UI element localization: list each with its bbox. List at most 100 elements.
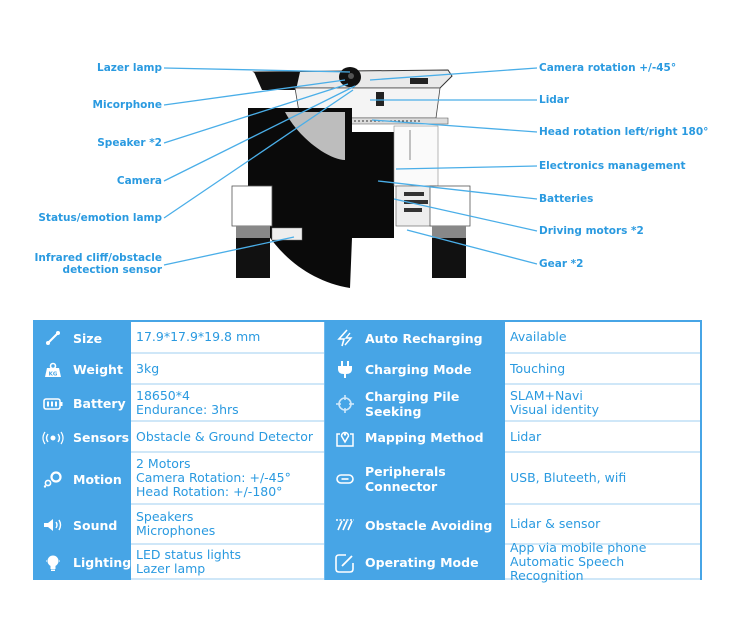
spec-label: Charging Mode: [365, 362, 472, 377]
spec-label: Operating Mode: [365, 555, 479, 570]
leader-line: [163, 89, 354, 219]
callout-status-lamp: Status/emotion lamp: [38, 212, 162, 224]
spec-label: Size: [73, 330, 103, 346]
spec-value: Head Rotation: +/-180°: [136, 484, 283, 499]
spec-label: Charging Pile Seeking: [365, 388, 460, 419]
spec-label: Sound: [73, 517, 118, 533]
spec-label-cell: Sound: [35, 505, 131, 545]
spec-label-cell: Mapping Method: [324, 422, 505, 453]
callout-infrared-sensor: Infrared cliff/obstacle detection sensor: [35, 252, 162, 276]
spec-value: Automatic Speech Recognition: [510, 553, 625, 583]
spec-label-cell: KG Weight: [35, 354, 131, 385]
spec-value-cell: USB, Bluteeth, wifi: [505, 453, 700, 505]
spec-label: Mapping Method: [365, 430, 484, 445]
callout-infrared-line2: detection sensor: [62, 264, 162, 276]
leader-line: [163, 83, 349, 144]
callout-lazer-lamp: Lazer lamp: [97, 62, 162, 74]
spec-label: Obstacle Avoiding: [365, 517, 493, 533]
spec-value-cell: Lidar & sensor: [505, 505, 700, 545]
callout-camera-rotation: Camera rotation +/-45°: [539, 62, 677, 74]
leader-line: [395, 165, 538, 170]
crosshair-icon: [331, 394, 359, 413]
spec-value: Lidar & sensor: [510, 516, 601, 531]
callout-driving-motors: Driving motors *2: [539, 225, 644, 237]
plug-icon: [331, 360, 359, 379]
spec-value: Endurance: 3hrs: [136, 401, 239, 417]
leader-line: [377, 180, 538, 200]
battery-icon: [39, 397, 67, 410]
spec-value: Microphones: [136, 523, 216, 538]
spec-value: 17.9*17.9*19.8 mm: [136, 329, 261, 344]
map-pin-icon: [331, 429, 359, 447]
spec-label: Battery: [73, 396, 126, 411]
lightning-icon: [331, 329, 359, 347]
callout-batteries: Batteries: [539, 193, 594, 205]
spec-value: 2 Motors: [136, 456, 191, 471]
callout-gear: Gear *2: [539, 258, 584, 270]
callout-infrared-line1: Infrared cliff/obstacle: [34, 252, 162, 264]
signal-icon: [39, 431, 67, 445]
callout-speaker: Speaker *2: [97, 137, 162, 149]
edit-icon: [331, 553, 359, 573]
robot-diagram: Lazer lamp Micorphone Speaker *2 Camera …: [0, 0, 735, 300]
obstacle-icon: [331, 518, 359, 532]
spec-value: Touching: [510, 360, 566, 376]
spec-label-cell: Obstacle Avoiding: [324, 505, 505, 545]
spec-value: Obstacle & Ground Detector: [136, 428, 313, 444]
spec-label-cell: Battery: [35, 385, 131, 422]
spec-value: 3kg: [136, 360, 160, 376]
spec-value: App via mobile phone: [510, 539, 647, 555]
spec-value: Speakers: [136, 509, 194, 524]
spec-label: Lighting: [73, 555, 132, 570]
leader-line: [163, 236, 295, 266]
callout-camera: Camera: [116, 175, 162, 187]
spec-value: Camera Rotation: +/-45°: [136, 470, 291, 485]
spec-value: USB, Bluteeth, wifi: [510, 470, 627, 485]
spec-label-cell: Sensors: [35, 422, 131, 453]
speaker-icon: [39, 518, 67, 532]
spec-label: Weight: [73, 362, 123, 377]
leader-line: [163, 85, 356, 182]
spec-row: KG Weight 3kg Charging Mode Touching: [35, 354, 700, 385]
spec-value: Lazer lamp: [136, 560, 206, 576]
spec-label-cell: Peripherals Connector: [324, 453, 505, 505]
spec-value: Available: [510, 329, 567, 344]
callout-lidar: Lidar: [539, 94, 570, 106]
svg-text:KG: KG: [49, 371, 58, 377]
spec-value-cell: 17.9*17.9*19.8 mm: [131, 322, 324, 354]
spec-label-cell: Size: [35, 322, 131, 354]
spec-label: Motion: [73, 471, 122, 487]
spec-value-cell: Available: [505, 322, 700, 354]
leader-line: [369, 67, 538, 81]
leader-line: [371, 119, 538, 133]
spec-value: 18650*4: [136, 387, 190, 403]
spec-value-cell: Lidar: [505, 422, 700, 453]
bulb-icon: [39, 554, 67, 572]
spec-label: Sensors: [73, 430, 130, 445]
spec-label: Peripherals Connector: [365, 464, 446, 494]
spec-value: Visual identity: [510, 401, 599, 417]
gears-icon: [39, 470, 67, 488]
spec-value-cell: 3kg: [131, 354, 324, 385]
callout-head-rotation: Head rotation left/right 180°: [539, 126, 709, 138]
spec-value-cell: Obstacle & Ground Detector: [131, 422, 324, 453]
callout-electronics: Electronics management: [539, 160, 686, 172]
leader-line: [163, 79, 346, 106]
leader-line: [393, 198, 538, 232]
weight-icon: KG: [39, 362, 67, 378]
spec-label-cell: Charging Pile Seeking: [324, 385, 505, 422]
leader-line: [406, 229, 538, 265]
spec-row: Sensors Obstacle & Ground Detector Mapping…: [35, 422, 700, 453]
